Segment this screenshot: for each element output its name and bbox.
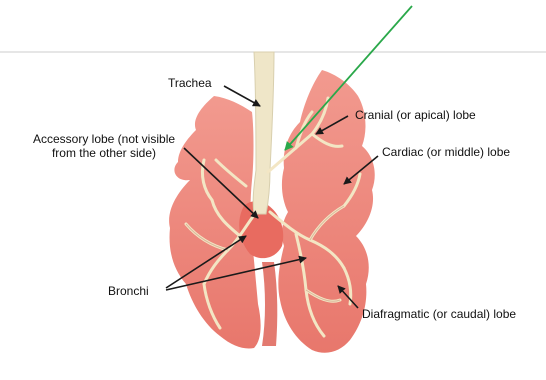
- lower-notch: [262, 262, 277, 346]
- label-cranial: Cranial (or apical) lobe: [355, 108, 476, 122]
- label-diafragmatic: Diafragmatic (or caudal) lobe: [362, 307, 516, 321]
- label-trachea: Trachea: [168, 76, 212, 90]
- label-accessory-line1: Accessory lobe (not visible: [6, 132, 202, 146]
- label-bronchi: Bronchi: [108, 284, 149, 298]
- trachea-shape: [253, 52, 274, 214]
- label-accessory: Accessory lobe (not visible from the oth…: [6, 132, 202, 160]
- label-cardiac: Cardiac (or middle) lobe: [382, 145, 510, 159]
- label-accessory-line2: from the other side): [6, 146, 202, 160]
